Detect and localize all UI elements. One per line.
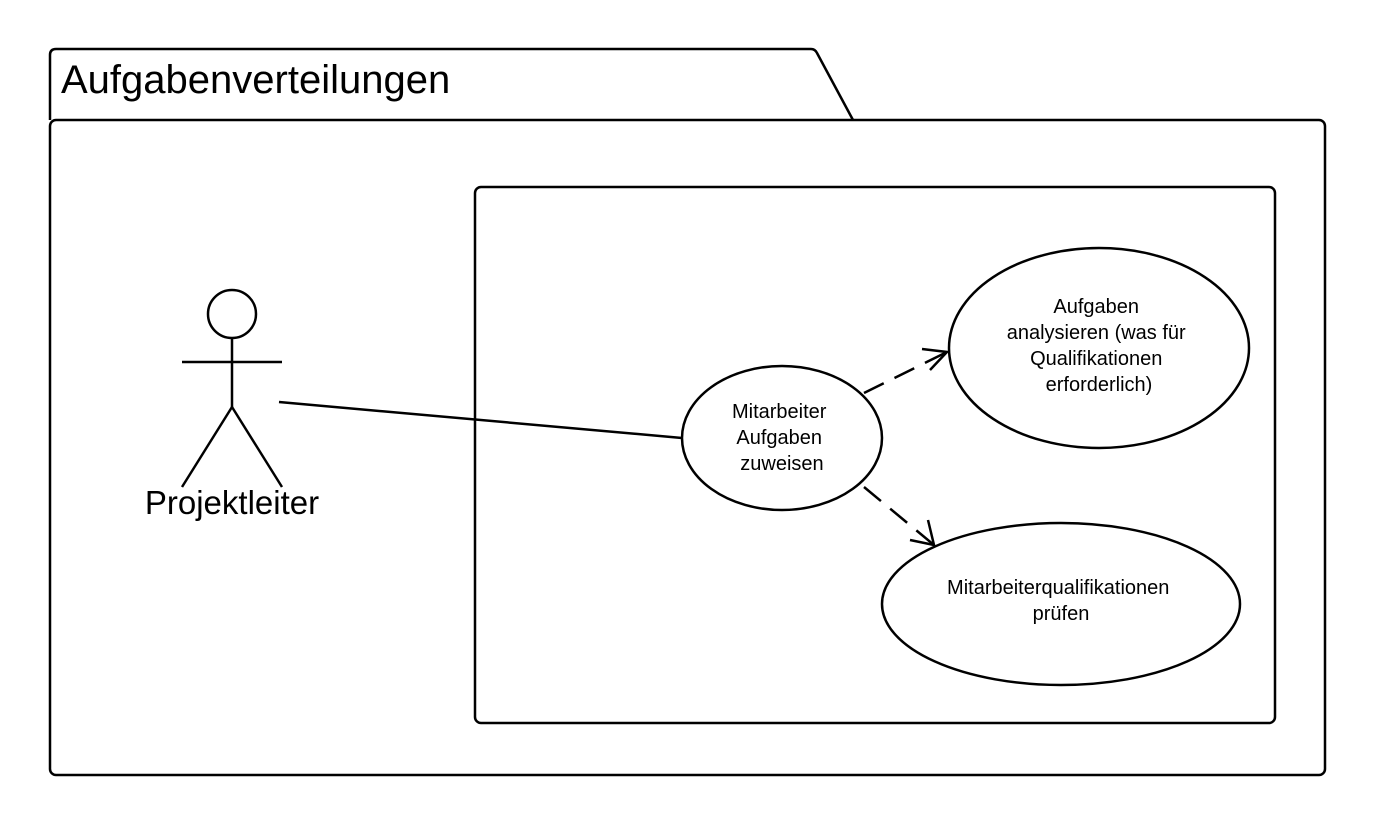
use-case-assign-line-2: Aufgaben [736, 427, 822, 449]
use-case-assign-line-3: zuweisen [740, 453, 823, 475]
use-case-analyze[interactable]: Aufgaben analysieren (was für Qualifikat… [947, 246, 1251, 450]
use-case-analyze-line-3: Qualifikationen [1030, 348, 1162, 370]
package-title: Aufgabenverteilungen [61, 58, 450, 102]
dependency-line-analyze [863, 350, 948, 395]
use-case-check[interactable]: Mitarbeiterqualifikationen prüfen [880, 521, 1242, 687]
package-tab [48, 47, 855, 121]
use-case-analyze-line-2: analysieren (was für [1007, 322, 1186, 344]
use-case-check-line-1: Mitarbeiterqualifikationen [947, 577, 1169, 599]
use-case-analyze-label: Aufgaben analysieren (was für Qualifikat… [1007, 296, 1192, 396]
dependency-arrowhead-analyze [921, 347, 950, 371]
use-case-check-line-2: prüfen [1033, 603, 1090, 625]
use-case-check-ellipse [880, 521, 1242, 687]
actor-leg-left [180, 406, 234, 488]
association-line [278, 400, 683, 440]
use-case-analyze-line-1: Aufgaben [1053, 296, 1139, 318]
use-case-assign-label: Mitarbeiter Aufgaben zuweisen [732, 401, 832, 475]
use-case-check-label: Mitarbeiterqualifikationen prüfen [947, 577, 1175, 625]
actor-leg-right [230, 406, 284, 488]
dependency-line-check [863, 486, 935, 546]
actor-name: Projektleiter [145, 484, 319, 521]
use-case-assign[interactable]: Mitarbeiter Aufgaben zuweisen [680, 364, 884, 512]
dependency-arrowhead-check [909, 519, 936, 547]
use-case-assign-line-1: Mitarbeiter [732, 401, 827, 423]
use-case-assign-ellipse [680, 364, 884, 512]
actor-head [206, 288, 258, 340]
use-case-analyze-line-4: erforderlich) [1046, 374, 1153, 396]
actor-figure[interactable] [180, 288, 284, 488]
use-case-analyze-ellipse [947, 246, 1251, 450]
